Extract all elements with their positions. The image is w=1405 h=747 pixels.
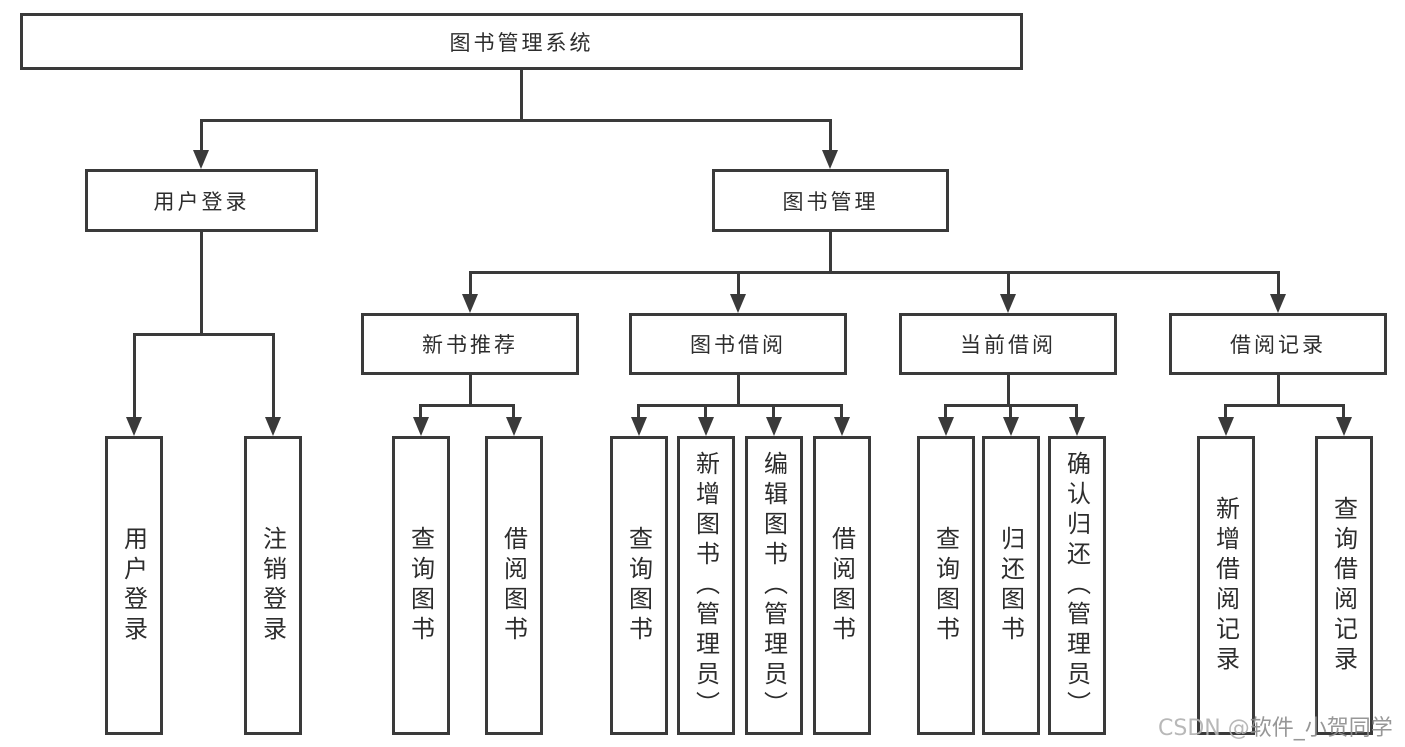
- arrowhead-down-icon: [506, 417, 522, 436]
- leaf-user-login: 用户登录: [105, 436, 163, 735]
- connector-line: [944, 404, 947, 419]
- connector-line: [419, 404, 422, 419]
- leaf-borrow-borrow-books-label: 借阅图书: [827, 525, 856, 646]
- leaf-current-confirm-return-admin-label: 确认归还（管理员）: [1062, 450, 1091, 721]
- leaf-user-login-label: 用户登录: [119, 525, 148, 646]
- connector-line: [1342, 404, 1345, 419]
- leaf-borrow-query-books-label: 查询图书: [624, 525, 653, 646]
- arrowhead-down-icon: [1270, 294, 1286, 313]
- watermark-prefix: CSDN @: [1158, 716, 1250, 741]
- leaf-borrow-add-books-admin: 新增图书（管理员）: [677, 436, 735, 735]
- leaf-borrow-borrow-books: 借阅图书: [813, 436, 871, 735]
- connector-line: [419, 404, 515, 407]
- leaf-records-query-record: 查询借阅记录: [1315, 436, 1373, 735]
- connector-line: [1007, 272, 1010, 296]
- connector-line: [200, 119, 832, 122]
- node-book-management-label: 图书管理: [782, 189, 879, 214]
- leaf-current-return-books: 归还图书: [982, 436, 1040, 735]
- leaf-records-add-record-label: 新增借阅记录: [1211, 495, 1240, 676]
- leaf-current-confirm-return-admin: 确认归还（管理员）: [1048, 436, 1106, 735]
- arrowhead-down-icon: [766, 417, 782, 436]
- connector-line: [272, 333, 275, 419]
- connector-line: [737, 272, 740, 296]
- connector-line: [200, 119, 203, 152]
- connector-line: [1224, 404, 1227, 419]
- leaf-borrow-edit-books-admin: 编辑图书（管理员）: [745, 436, 803, 735]
- connector-line: [469, 271, 1280, 274]
- connector-line: [520, 70, 523, 121]
- leaf-logout-label: 注销登录: [258, 525, 287, 646]
- arrowhead-down-icon: [1069, 417, 1085, 436]
- leaf-newbook-query-books-label: 查询图书: [406, 525, 435, 646]
- node-new-book-recommend-label: 新书推荐: [422, 333, 518, 357]
- leaf-borrow-edit-books-admin-label: 编辑图书（管理员）: [759, 450, 788, 721]
- connector-line: [469, 375, 472, 406]
- leaf-current-query-books-label: 查询图书: [931, 525, 960, 646]
- arrowhead-down-icon: [193, 150, 209, 169]
- node-root-label: 图书管理系统: [449, 30, 594, 55]
- node-root: 图书管理系统: [20, 13, 1023, 70]
- leaf-newbook-borrow-books-label: 借阅图书: [499, 525, 528, 646]
- arrowhead-down-icon: [730, 294, 746, 313]
- connector-line: [133, 333, 275, 336]
- arrowhead-down-icon: [631, 417, 647, 436]
- connector-line: [737, 375, 740, 406]
- arrowhead-down-icon: [413, 417, 429, 436]
- leaf-logout: 注销登录: [244, 436, 302, 735]
- node-new-book-recommend: 新书推荐: [361, 313, 579, 375]
- node-user-login-label: 用户登录: [153, 189, 250, 214]
- leaf-newbook-borrow-books: 借阅图书: [485, 436, 543, 735]
- connector-line: [704, 404, 707, 419]
- arrowhead-down-icon: [834, 417, 850, 436]
- arrowhead-down-icon: [1336, 417, 1352, 436]
- node-current-borrow-label: 当前借阅: [960, 333, 1056, 357]
- connector-line: [1007, 375, 1010, 406]
- leaf-current-return-books-label: 归还图书: [996, 525, 1025, 646]
- connector-line: [469, 272, 472, 296]
- leaf-borrow-add-books-admin-label: 新增图书（管理员）: [691, 450, 720, 721]
- connector-line: [200, 232, 203, 336]
- node-borrow-records: 借阅记录: [1169, 313, 1387, 375]
- arrowhead-down-icon: [1003, 417, 1019, 436]
- arrowhead-down-icon: [126, 417, 142, 436]
- connector-line: [840, 404, 843, 419]
- connector-line: [637, 404, 843, 407]
- node-book-borrow-label: 图书借阅: [690, 333, 786, 357]
- leaf-records-query-record-label: 查询借阅记录: [1329, 495, 1358, 676]
- watermark: CSDN @软件_小贺同学: [1158, 710, 1393, 742]
- connector-line: [512, 404, 515, 419]
- arrowhead-down-icon: [265, 417, 281, 436]
- connector-line: [1009, 404, 1012, 419]
- leaf-current-query-books: 查询图书: [917, 436, 975, 735]
- connector-line: [637, 404, 640, 419]
- node-book-borrow: 图书借阅: [629, 313, 847, 375]
- arrowhead-down-icon: [822, 150, 838, 169]
- connector-line: [1277, 272, 1280, 296]
- connector-line: [1075, 404, 1078, 419]
- node-user-login: 用户登录: [85, 169, 318, 232]
- arrowhead-down-icon: [1000, 294, 1016, 313]
- connector-line: [772, 404, 775, 419]
- connector-line: [133, 333, 136, 419]
- arrowhead-down-icon: [462, 294, 478, 313]
- watermark-username: 软件_小贺同学: [1249, 716, 1393, 741]
- leaf-newbook-query-books: 查询图书: [392, 436, 450, 735]
- node-book-management: 图书管理: [712, 169, 949, 232]
- node-current-borrow: 当前借阅: [899, 313, 1117, 375]
- arrowhead-down-icon: [1218, 417, 1234, 436]
- node-borrow-records-label: 借阅记录: [1230, 333, 1326, 357]
- arrowhead-down-icon: [698, 417, 714, 436]
- connector-line: [829, 119, 832, 152]
- leaf-records-add-record: 新增借阅记录: [1197, 436, 1255, 735]
- connector-line: [1277, 375, 1280, 406]
- connector-line: [829, 232, 832, 274]
- arrowhead-down-icon: [938, 417, 954, 436]
- connector-line: [1224, 404, 1345, 407]
- leaf-borrow-query-books: 查询图书: [610, 436, 668, 735]
